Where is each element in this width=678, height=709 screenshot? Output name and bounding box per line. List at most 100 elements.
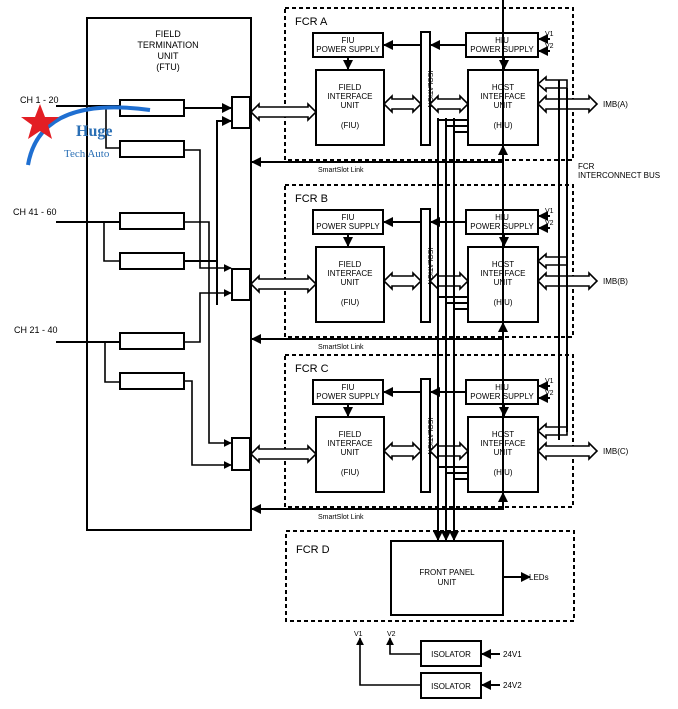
imb-bus [536,441,599,461]
ftu-fiu-bus [249,444,318,464]
v1-label: V1 [545,31,554,38]
interconnect-arrow [536,75,568,93]
termination-resistor [119,212,185,230]
channel-mux [231,437,251,471]
fcr-boundary [284,354,574,508]
v1-output-label: V1 [354,631,363,638]
ftu-fiu-bus [249,102,318,122]
fiu-power-label-1: FIU [342,213,355,222]
fiu-label: UNIT [341,278,360,287]
termination-resistor [119,332,185,350]
input-24v2-label: 24V2 [503,681,522,690]
interconnect-label-1: FCR [578,162,595,171]
imb-label: IMB(B) [603,277,628,286]
ftu-wiring [56,96,251,471]
fiu-power-label-2: POWER SUPPLY [316,392,380,401]
interconnect-arrow [536,422,568,440]
ftu-title-3: UNIT [158,51,179,61]
fcr-d-boundary [285,530,575,622]
fiu-label: FIELD [339,83,362,92]
power-isolators: V1 V2 ISOLATOR ISOLATOR 24V1 24V2 [354,631,522,699]
fiu-isolation-bus [382,441,423,461]
smartslot-link-label: SmartSlot Link [318,514,364,521]
isolation-label: ISOLATION [426,418,433,455]
fiu-power-label-1: FIU [342,36,355,45]
v1-label: V1 [545,208,554,215]
watermark-subtitle: Tech Auto [64,148,110,160]
fiu-power-label-2: POWER SUPPLY [316,222,380,231]
leds-label: LEDs [529,573,549,582]
ftu-title-1: FIELD [155,29,181,39]
fiu-label: UNIT [341,448,360,457]
fcr-boundary [284,7,574,161]
fiu-label: FIELD [339,430,362,439]
v2-label: V2 [545,43,554,50]
imb-label: IMB(A) [603,100,628,109]
isolator-2 [420,672,482,699]
fcr-label: FCR B [295,193,328,205]
interconnect-arrow [536,252,568,270]
smartslot-link-label: SmartSlot Link [318,344,364,351]
isolation-barrier [420,208,431,323]
fiu-isolation-bus [382,271,423,291]
fiu-label: UNIT [341,101,360,110]
v2-label: V2 [545,390,554,397]
v2-label: V2 [545,220,554,227]
star-icon [21,104,59,139]
field-interface-unit [315,246,385,323]
isolation-barrier [420,378,431,493]
fiu-label: INTERFACE [328,269,373,278]
fiu-label: (FIU) [341,121,360,130]
isolation-hiu-bus [428,441,470,461]
fiu-label: FIELD [339,260,362,269]
front-panel-label-2: UNIT [438,578,457,587]
isolation-label: ISOLATION [426,248,433,285]
swoosh-icon [26,105,151,166]
channel-label-41-60: CH 41 - 60 [13,207,57,217]
fcr-label: FCR C [295,363,329,375]
smartslot-link-label: SmartSlot Link [318,167,364,174]
fcr-d-label: FCR D [296,544,330,556]
fiu-label: INTERFACE [328,439,373,448]
isolation-barrier [420,31,431,146]
watermark-title: Huge [76,123,112,140]
termination-resistor [119,140,185,158]
ftu-fiu-bus [249,274,318,294]
isolator-2-label: ISOLATOR [431,682,471,691]
fcr-interconnect-bus [433,80,568,541]
fcr-label: FCR A [295,16,328,28]
fiu-power-label-1: FIU [342,383,355,392]
isolation-label: ISOLATION [426,71,433,108]
v2-output-label: V2 [387,631,396,638]
interconnect-label-2: INTERCONNECT BUS [578,171,660,180]
imb-label: IMB(C) [603,447,629,456]
isolation-hiu-bus [428,271,470,291]
input-24v1-label: 24V1 [503,650,522,659]
channel-label-1-20: CH 1 - 20 [20,95,59,105]
fiu-label: (FIU) [341,468,360,477]
channel-mux [231,268,251,301]
watermark-logo: Huge Tech Auto [21,104,151,166]
fiu-isolation-bus [382,94,423,114]
isolator-1 [420,640,482,667]
termination-resistor [119,252,185,270]
field-interface-unit [315,69,385,146]
ftu-box [86,17,252,531]
isolator-1-label: ISOLATOR [431,650,471,659]
v1-label: V1 [545,378,554,385]
fcr-boundary [284,184,574,338]
isolation-hiu-bus [428,94,470,114]
ftu-title-2: TERMINATION [137,40,198,50]
termination-resistor [119,372,185,390]
fiu-label: INTERFACE [328,92,373,101]
field-termination-unit: FIELD TERMINATION UNIT (FTU) [86,17,252,531]
channel-mux [231,96,251,129]
front-panel-label-1: FRONT PANEL [419,568,475,577]
fiu-label: (FIU) [341,298,360,307]
fcr-d: FCR D FRONT PANEL UNIT LEDs [285,530,575,622]
front-panel-unit [390,540,504,616]
